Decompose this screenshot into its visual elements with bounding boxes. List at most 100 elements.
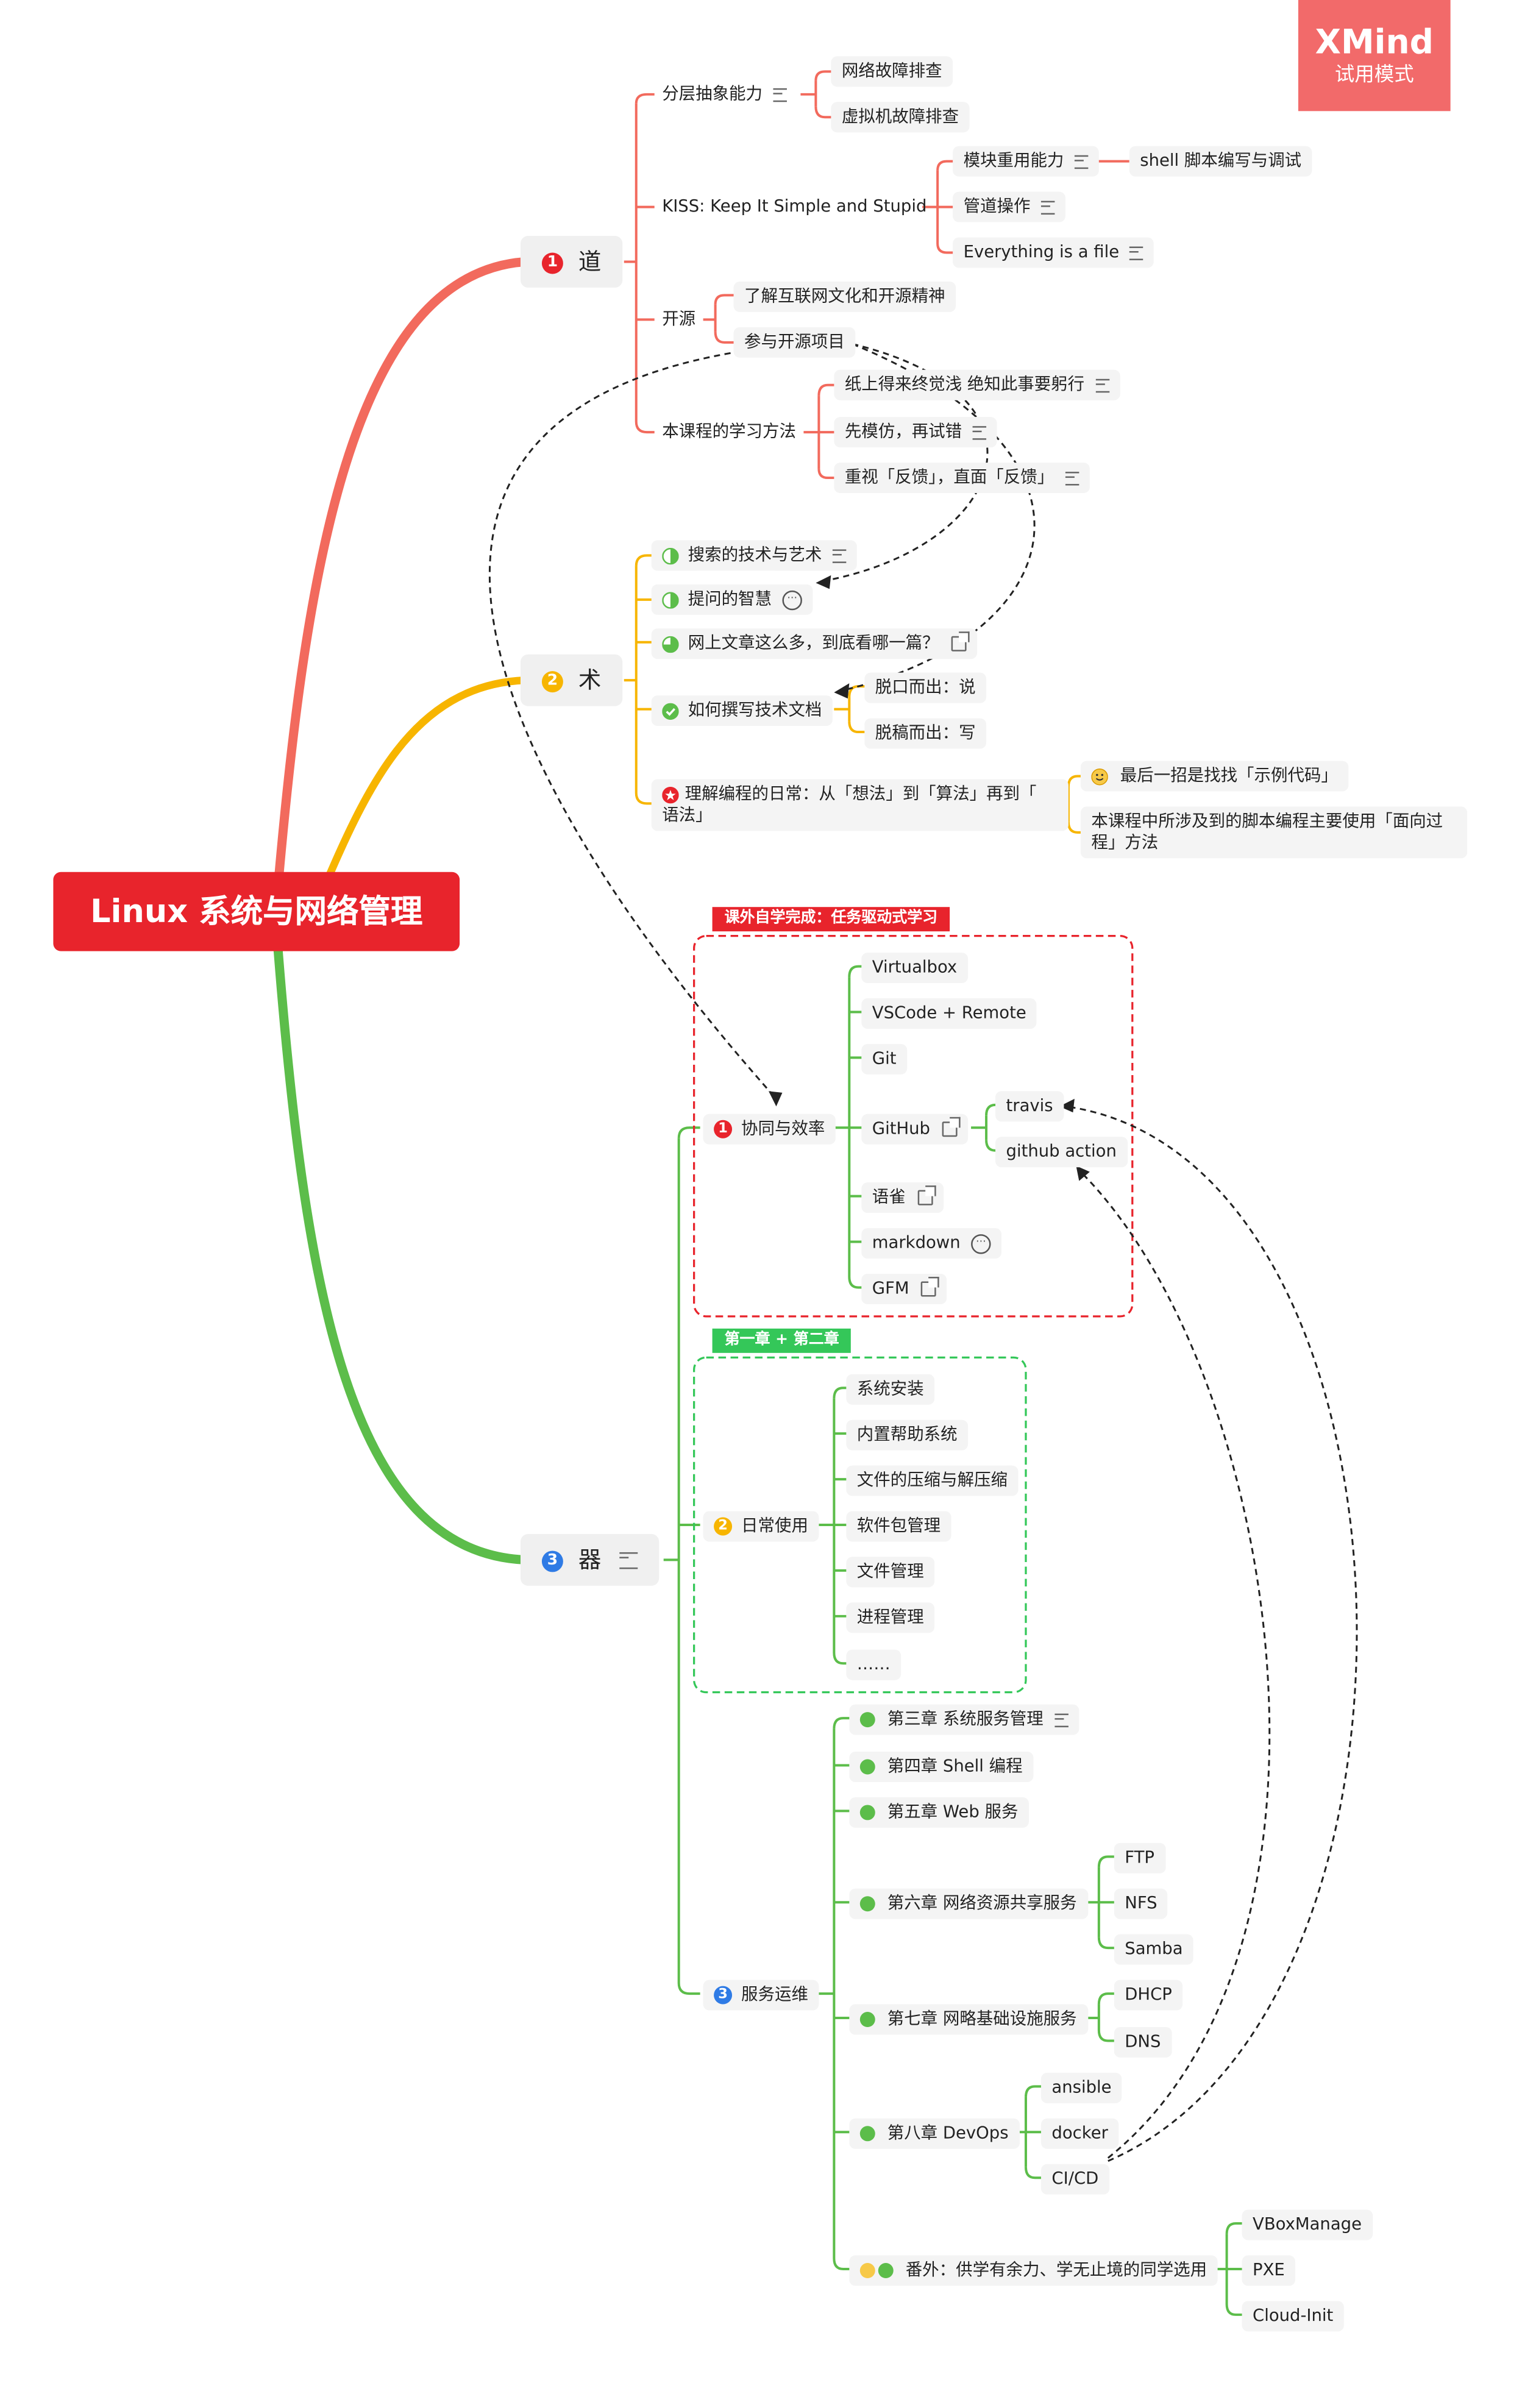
- node-everything-file[interactable]: Everything is a file: [953, 237, 1154, 268]
- node-cloud-init[interactable]: Cloud-Init: [1242, 2301, 1344, 2332]
- node-pxe[interactable]: PXE: [1242, 2255, 1296, 2286]
- node-gfm[interactable]: GFM: [861, 1273, 947, 1304]
- node-procedural-label: 本课程中所涉及到的脚本编程主要使用「面向过: [1091, 811, 1443, 831]
- external-link-icon[interactable]: [917, 1185, 936, 1206]
- node-compress[interactable]: 文件的压缩与解压缩: [846, 1465, 1019, 1496]
- node-feedback[interactable]: 重视「反馈」，直面「反馈」: [834, 463, 1089, 494]
- node-help-system[interactable]: 内置帮助系统: [846, 1419, 969, 1451]
- node-vscode[interactable]: VSCode + Remote: [861, 998, 1037, 1029]
- node-write-docs-label: 如何撰写技术文档: [688, 700, 822, 720]
- node-ch8[interactable]: 第八章 DevOps: [849, 2118, 1020, 2149]
- note-icon[interactable]: [832, 549, 847, 563]
- node-speak[interactable]: 脱口而出：说: [864, 672, 987, 703]
- note-icon[interactable]: [1040, 200, 1055, 214]
- node-github[interactable]: GitHub: [861, 1113, 969, 1145]
- note-icon[interactable]: [1064, 471, 1079, 485]
- external-link-icon[interactable]: [951, 631, 970, 652]
- node-daily-coding-label-2: 语法」: [662, 804, 713, 825]
- node-vboxmanage[interactable]: VBoxManage: [1242, 2209, 1373, 2240]
- node-dhcp[interactable]: DHCP: [1114, 1980, 1183, 2011]
- node-install[interactable]: 系统安装: [846, 1374, 935, 1405]
- node-github-label: GitHub: [872, 1118, 930, 1138]
- node-vm-troubleshoot[interactable]: 虚拟机故障排查: [831, 102, 970, 133]
- node-write-docs[interactable]: 如何撰写技术文档: [651, 695, 833, 726]
- node-package-mgmt[interactable]: 软件包管理: [846, 1511, 951, 1542]
- node-internet-culture[interactable]: 了解互联网文化和开源精神: [733, 281, 956, 312]
- node-practice[interactable]: 纸上得来终觉浅 绝知此事要躬行: [834, 369, 1120, 400]
- node-example-code-label: 最后一招是找找「示例代码」: [1120, 765, 1338, 786]
- external-link-icon[interactable]: [921, 1276, 940, 1297]
- external-link-icon[interactable]: [942, 1117, 961, 1137]
- node-daily-coding[interactable]: 理解编程的日常：从「想法」到「算法」再到「语法」: [651, 779, 1069, 831]
- node-shell-script[interactable]: shell 脚本编写与调试: [1129, 146, 1312, 177]
- check-done-icon: [662, 702, 679, 719]
- note-icon[interactable]: [619, 1552, 638, 1569]
- note-icon[interactable]: [1054, 1713, 1068, 1727]
- node-ansible[interactable]: ansible: [1040, 2072, 1123, 2103]
- progress-three-quarter-icon: [662, 635, 679, 652]
- root-topic[interactable]: Linux 系统与网络管理: [53, 872, 460, 951]
- node-layer-label: 分层抽象能力: [662, 83, 763, 104]
- node-ftp[interactable]: FTP: [1114, 1842, 1165, 1873]
- watermark-brand: XMind: [1315, 24, 1434, 63]
- node-imitate-label: 先模仿，再试错: [844, 421, 962, 442]
- topic-qi-label: 器: [578, 1546, 602, 1574]
- node-nfs[interactable]: NFS: [1114, 1888, 1168, 1919]
- note-icon[interactable]: [1095, 378, 1109, 392]
- node-ask[interactable]: 提问的智慧···: [651, 584, 813, 615]
- node-kiss[interactable]: KISS: Keep It Simple and Stupid: [662, 196, 927, 216]
- node-ch6[interactable]: 第六章 网络资源共享服务: [849, 1888, 1088, 1919]
- node-dns[interactable]: DNS: [1114, 2027, 1172, 2058]
- node-procedural[interactable]: 本课程中所涉及到的脚本编程主要使用「面向过程」方法: [1080, 806, 1468, 859]
- flag-icon: [859, 1759, 875, 1775]
- node-pipeline-label: 管道操作: [963, 196, 1031, 216]
- node-samba[interactable]: Samba: [1114, 1934, 1194, 1965]
- note-icon[interactable]: [1074, 154, 1089, 168]
- node-extra[interactable]: 番外：供学有余力、学无止境的同学选用: [849, 2255, 1218, 2286]
- node-ch4[interactable]: 第四章 Shell 编程: [849, 1752, 1034, 1782]
- node-pipeline[interactable]: 管道操作: [953, 191, 1065, 222]
- node-git[interactable]: Git: [861, 1043, 907, 1074]
- node-study-method[interactable]: 本课程的学习方法: [662, 421, 796, 442]
- node-markdown[interactable]: markdown···: [861, 1228, 1002, 1259]
- node-procedural-label-2: 程」方法: [1091, 832, 1159, 853]
- node-network-troubleshoot[interactable]: 网络故障排查: [831, 56, 953, 87]
- node-opensource[interactable]: 开源: [662, 308, 696, 329]
- node-travis[interactable]: travis: [995, 1091, 1064, 1122]
- node-yuque[interactable]: 语雀: [861, 1182, 944, 1213]
- more-icon[interactable]: ···: [971, 1233, 991, 1254]
- node-write[interactable]: 脱稿而出：写: [864, 718, 987, 749]
- node-search[interactable]: 搜索的技术与艺术: [651, 540, 857, 571]
- node-process-mgmt[interactable]: 进程管理: [846, 1602, 935, 1633]
- node-example-code[interactable]: 最后一招是找找「示例代码」: [1080, 761, 1349, 792]
- node-daily-coding-label: 理解编程的日常：从「想法」到「算法」再到「: [685, 783, 1037, 804]
- node-docker[interactable]: docker: [1040, 2118, 1119, 2149]
- note-icon[interactable]: [773, 87, 787, 102]
- node-ellipsis[interactable]: ……: [846, 1649, 901, 1680]
- node-layer[interactable]: 分层抽象能力: [662, 83, 787, 105]
- node-virtualbox[interactable]: Virtualbox: [861, 953, 968, 984]
- node-github-action[interactable]: github action: [995, 1137, 1128, 1168]
- node-ch7[interactable]: 第七章 网略基础设施服务: [849, 2004, 1088, 2035]
- node-articles[interactable]: 网上文章这么多，到底看哪一篇？: [651, 628, 978, 659]
- node-ch3[interactable]: 第三章 系统服务管理: [849, 1704, 1079, 1735]
- node-cicd[interactable]: CI/CD: [1040, 2164, 1109, 2195]
- more-icon[interactable]: ···: [782, 589, 802, 610]
- node-module-reuse[interactable]: 模块重用能力: [953, 146, 1099, 177]
- node-file-mgmt[interactable]: 文件管理: [846, 1557, 935, 1588]
- node-search-label: 搜索的技术与艺术: [688, 544, 822, 565]
- trunk-qi: [272, 936, 525, 1564]
- node-imitate[interactable]: 先模仿，再试错: [834, 417, 997, 448]
- note-icon[interactable]: [1129, 246, 1144, 260]
- note-icon[interactable]: [972, 425, 987, 439]
- node-join-opensource[interactable]: 参与开源项目: [733, 327, 856, 358]
- node-ch5[interactable]: 第五章 Web 服务: [849, 1797, 1029, 1828]
- tag-self-study: 课外自学完成：任务驱动式学习: [712, 907, 950, 932]
- node-ch5-label: 第五章 Web 服务: [887, 1802, 1019, 1822]
